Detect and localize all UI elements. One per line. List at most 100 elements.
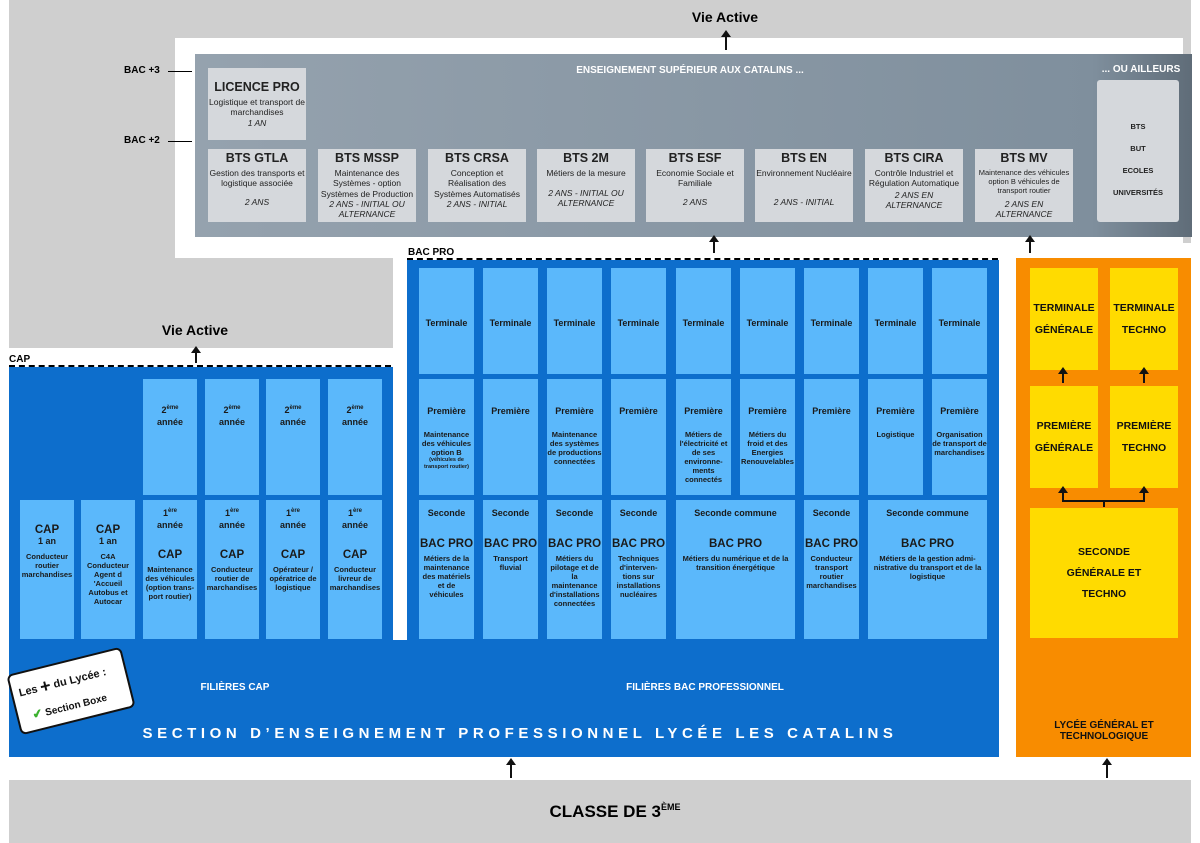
bacpro-dashed-line	[407, 258, 998, 260]
vie-active-top: Vie Active	[691, 9, 759, 25]
cap-dashed-line	[9, 365, 391, 367]
classe-text: CLASSE DE 3	[549, 802, 661, 821]
bts-box: BTS 2M Métiers de la mesure 2 ANS - INIT…	[537, 149, 635, 222]
bacpro-desc: Métiers du numérique et de la transition…	[682, 554, 789, 572]
premiere-label: Première	[748, 406, 787, 416]
terminale-techno-box: TERMINALE TECHNO	[1110, 268, 1178, 370]
terminale-label: Terminale	[682, 318, 725, 328]
terminale-label: Terminale	[810, 318, 853, 328]
premiere-box: Première	[611, 379, 666, 495]
licence-dur: 1 AN	[247, 117, 267, 128]
ailleurs-item: UNIVERSITÉS	[1112, 188, 1163, 197]
cap-title: CAP	[219, 549, 245, 562]
licence-pro-box: LICENCE PRO Logistique et transport de m…	[208, 68, 306, 140]
cap-title: CAP	[95, 524, 121, 536]
annee-word: année	[218, 519, 245, 530]
terminale-box: Terminale	[611, 268, 666, 374]
bac2-line	[168, 141, 192, 142]
bts-title: BTS ESF	[668, 151, 722, 165]
annee-num: 1	[285, 508, 291, 518]
check-icon: ✔	[30, 705, 45, 722]
cap-desc: C4A Conducteur Agent d 'Accueil Autobus …	[86, 552, 130, 606]
bts-dur: 2 ANS - INITIAL OU ALTERNANCE	[329, 198, 405, 220]
seconde-label: Seconde	[491, 508, 530, 518]
terminale-label: Terminale	[553, 318, 596, 328]
seconde-gt: SECONDE GÉNÉRALE ET TECHNO	[1066, 545, 1142, 600]
arrow-up-icon	[1139, 486, 1149, 502]
arrow-up-icon	[1058, 486, 1068, 502]
bacpro-desc: Métiers du pilotage et de la maintenance…	[549, 554, 600, 608]
premiere-label: Première	[940, 406, 979, 416]
bts-desc: Environnement Nucléaire	[756, 167, 852, 178]
bac3-label: BAC +3	[124, 65, 160, 76]
bacpro-desc: Métiers de la maintenance des matériels …	[422, 554, 471, 599]
terminale-techno: TERMINALE TECHNO	[1113, 301, 1175, 336]
bts-box: BTS GTLA Gestion des transports et logis…	[208, 149, 306, 222]
terminale-box: Terminale	[804, 268, 859, 374]
licence-title: LICENCE PRO	[214, 80, 300, 94]
premiere-techno: PREMIÈRE TECHNO	[1116, 419, 1172, 454]
bacpro-label: BAC PRO	[408, 247, 455, 258]
terminale-box: Terminale	[547, 268, 602, 374]
licence-desc: Logistique et transport de marchandises	[209, 96, 305, 118]
premiere-desc: Métiers de l'électricité et de ses envir…	[679, 430, 728, 484]
arrow-up-icon	[1139, 367, 1149, 383]
arrow-up-icon	[709, 235, 719, 253]
bacpro-title: BAC PRO	[547, 538, 602, 550]
bts-box: BTS EN Environnement Nucléaire 2 ANS - I…	[755, 149, 853, 222]
les-plus-text: Les	[17, 683, 39, 700]
bts-title: BTS MSSP	[335, 151, 399, 165]
bts-desc: Métiers de la mesure	[546, 167, 626, 178]
premiere-label: Première	[684, 406, 723, 416]
ailleurs-item: BUT	[1130, 144, 1146, 153]
annee-sup: ère	[291, 508, 301, 514]
annee-word: année	[156, 519, 183, 530]
bts-title: BTS EN	[781, 151, 827, 165]
terminale-box: Terminale	[676, 268, 731, 374]
les-plus-mid: du Lycée :	[52, 666, 108, 691]
annee-num: 1	[347, 508, 353, 518]
plus-icon: +	[37, 675, 53, 698]
cap-title: CAP	[157, 549, 183, 562]
blue-panel-bottom	[9, 640, 999, 757]
premiere-desc: Organisation de transport de marchandise…	[932, 430, 987, 457]
annee-word: année	[279, 416, 306, 427]
ailleurs-title: ... OU AILLEURS	[1101, 64, 1181, 75]
terminale-box: Terminale	[419, 268, 474, 374]
bts-box: BTS ESF Economie Sociale et Familiale 2 …	[646, 149, 744, 222]
premiere-box: Première	[804, 379, 859, 495]
premiere-generale-box: PREMIÈRE GÉNÉRALE	[1030, 386, 1098, 488]
annee-sup: ème	[228, 405, 241, 411]
premiere-desc: Métiers du froid et des Energies Renouve…	[741, 430, 794, 466]
bts-desc: Contrôle Industriel et Régulation Automa…	[868, 167, 960, 189]
annee-num: 1	[162, 508, 168, 518]
bacpro-desc: Transport fluvial	[493, 554, 528, 572]
lgt-title: LYCÉE GÉNÉRAL ET TECHNOLOGIQUE	[1054, 720, 1154, 742]
premiere-desc: Logistique	[876, 430, 915, 439]
annee-word: année	[156, 416, 183, 427]
classe-3-title: CLASSE DE 3ÈME	[450, 802, 780, 822]
cap-desc: Maintenance des véhicules (option trans-…	[145, 565, 195, 602]
cap-desc: Conducteur routier marchandises	[21, 552, 73, 579]
premiere-small: (véhicules de transport routier)	[424, 457, 469, 470]
cap-desc: Conducteur livreur de marchandises	[329, 565, 381, 593]
annee-sup: ème	[289, 405, 302, 411]
